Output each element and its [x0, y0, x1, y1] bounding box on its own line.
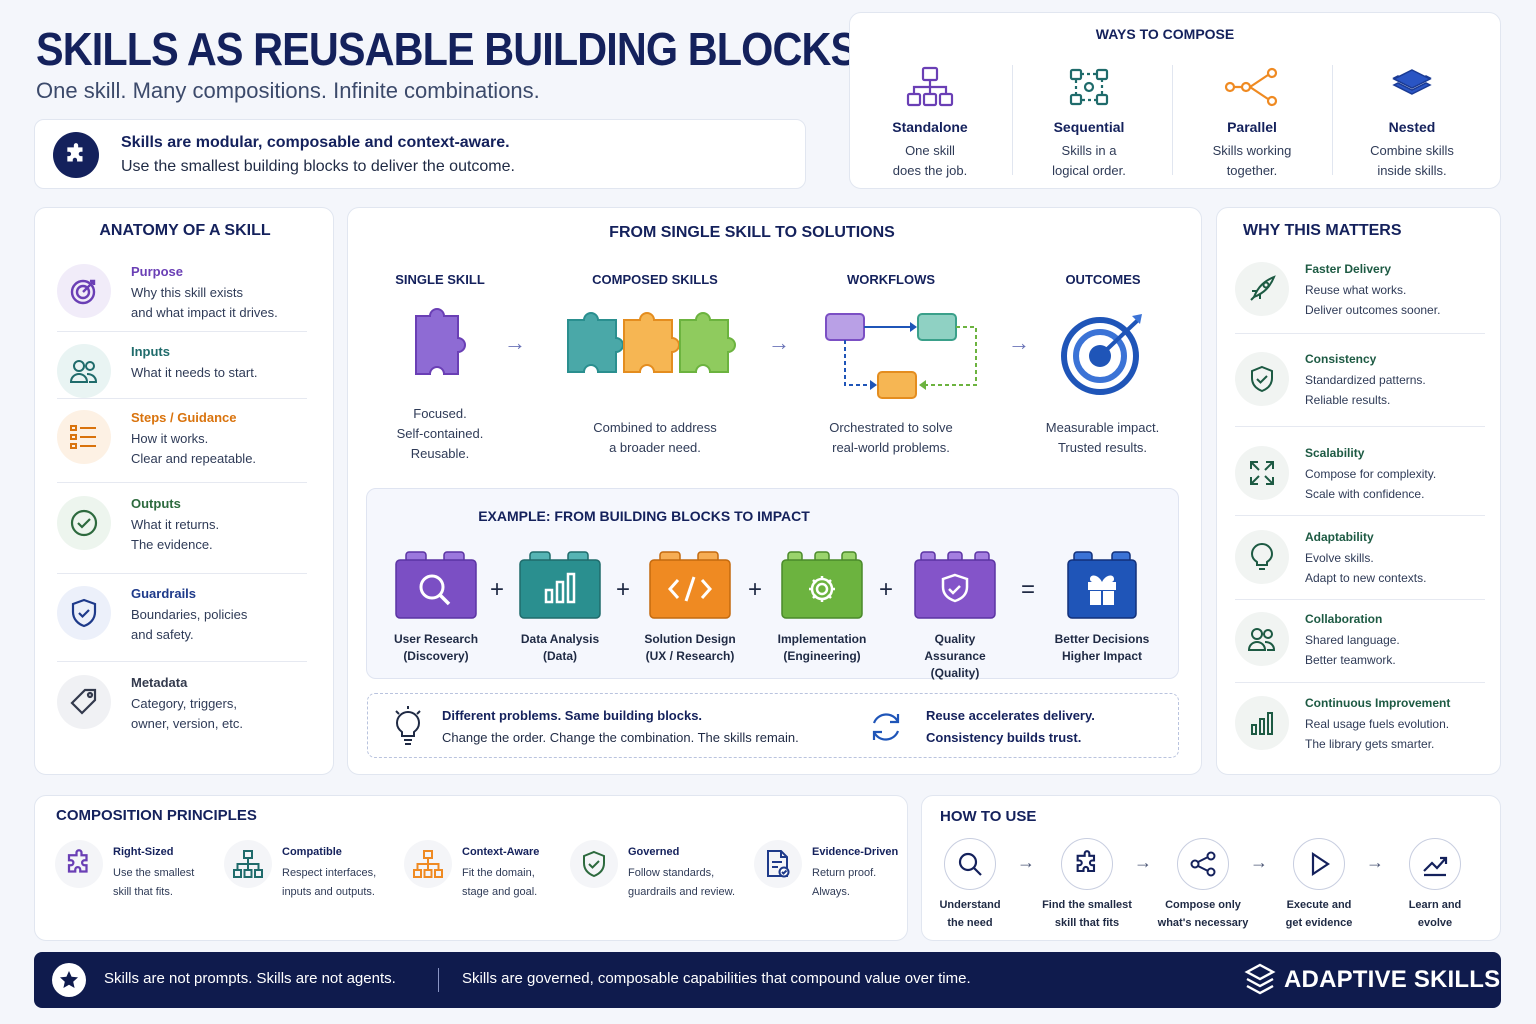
- arrow-right: →: [768, 330, 790, 355]
- users-icon: [69, 360, 98, 383]
- arrow-right: →: [504, 330, 526, 355]
- compose-item-title: Standalone: [892, 119, 968, 135]
- bar-chart-icon: [1251, 712, 1273, 735]
- lightbulb-icon: [1250, 543, 1274, 570]
- note-text: Change the order. Change the combination…: [442, 730, 799, 745]
- hierarchy-icon: [413, 850, 443, 878]
- document-check-icon: [767, 850, 790, 878]
- hierarchy-icon: [233, 850, 263, 878]
- arrow-right: →: [1008, 330, 1030, 355]
- expand-icon: [1250, 461, 1274, 485]
- plus-sign: +: [490, 576, 505, 603]
- footer-divider: [438, 968, 439, 992]
- example-box: EXAMPLE: FROM BUILDING BLOCKS TO IMPACT: [366, 488, 1179, 679]
- bullseye-icon: [1061, 314, 1142, 395]
- footer-right-text: Skills are governed, composable capabili…: [462, 970, 971, 987]
- example-title: EXAMPLE: FROM BUILDING BLOCKS TO IMPACT: [478, 508, 810, 524]
- workflow-diagram-icon: [825, 313, 977, 399]
- puzzle-icon: [1076, 850, 1096, 873]
- target-icon: [70, 279, 96, 305]
- share-icon: [1190, 851, 1216, 877]
- plus-sign: +: [616, 576, 631, 603]
- block-data-analysis: Data Analysis(Data): [510, 548, 610, 665]
- principles-title: COMPOSITION PRINCIPLES: [56, 807, 257, 824]
- note2-line-2: Consistency builds trust.: [926, 730, 1082, 745]
- equals-sign: =: [1021, 576, 1036, 603]
- stage-single-skill: SINGLE SKILL: [395, 272, 485, 287]
- star-icon: [52, 963, 86, 997]
- play-icon: [1311, 851, 1330, 877]
- layers-icon: [1392, 69, 1432, 95]
- step-arrow: →: [1366, 852, 1384, 872]
- search-icon: [395, 551, 477, 619]
- footer-left-text: Skills are not prompts. Skills are not a…: [104, 970, 396, 987]
- refresh-icon: [872, 713, 900, 741]
- rocket-icon: [1250, 275, 1276, 301]
- solutions-title: FROM SINGLE SKILL TO SOLUTIONS: [609, 224, 895, 241]
- users-icon: [1247, 628, 1276, 651]
- puzzle-icon: [67, 849, 88, 873]
- step-arrow: →: [1250, 852, 1268, 872]
- share-icon: [1224, 67, 1278, 107]
- intro-callout: Skills are modular, composable and conte…: [34, 119, 806, 189]
- plus-sign: +: [879, 576, 894, 603]
- layers-icon: [1244, 963, 1276, 995]
- block-quality-assurance: Quality Assurance(Quality): [905, 548, 1005, 682]
- search-icon: [958, 852, 982, 876]
- tag-icon: [70, 688, 97, 715]
- callout-line-2: Use the smallest building blocks to deli…: [121, 158, 515, 175]
- single-puzzle-icon: [415, 308, 466, 375]
- shield-icon: [1251, 365, 1273, 393]
- anatomy-title: ANATOMY OF A SKILL: [99, 222, 271, 239]
- plus-sign: +: [748, 576, 763, 603]
- flow-icon: [1069, 68, 1109, 106]
- shield-check-icon: [914, 551, 996, 619]
- shield-icon: [583, 850, 605, 878]
- puzzle-icon: [53, 132, 99, 178]
- step-arrow: →: [1134, 852, 1152, 872]
- note2-line-1: Reuse accelerates delivery.: [926, 708, 1095, 723]
- reuse-note: Different problems. Same building blocks…: [367, 693, 1179, 758]
- footer-bar: Skills are not prompts. Skills are not a…: [34, 952, 1501, 1008]
- block-user-research: User Research(Discovery): [386, 548, 486, 665]
- composed-puzzle-icon: [567, 312, 736, 373]
- list-icon: [70, 425, 96, 449]
- bar-chart-icon: [519, 551, 601, 619]
- stage-workflows: WORKFLOWS: [846, 272, 936, 287]
- gift-icon: [1067, 551, 1137, 619]
- compose-title: WAYS TO COMPOSE: [1095, 26, 1235, 42]
- shield-icon: [71, 598, 97, 628]
- block-solution-design: Solution Design(UX / Research): [640, 548, 740, 665]
- trend-up-icon: [1423, 856, 1448, 877]
- stage-outcomes: OUTCOMES: [1065, 272, 1141, 287]
- note-title: Different problems. Same building blocks…: [442, 708, 703, 723]
- block-implementation: Implementation(Engineering): [772, 548, 872, 665]
- page-subtitle: One skill. Many compositions. Infinite c…: [36, 78, 540, 103]
- brand-name: ADAPTIVE SKILLS: [1284, 966, 1501, 993]
- callout-line-1: Skills are modular, composable and conte…: [121, 134, 510, 151]
- howto-title: HOW TO USE: [940, 808, 1037, 825]
- why-title: WHY THIS MATTERS: [1243, 222, 1402, 239]
- step-arrow: →: [1017, 852, 1035, 872]
- code-icon: [649, 551, 731, 619]
- check-circle-icon: [70, 509, 98, 537]
- gear-icon: [781, 551, 863, 619]
- org-chart-icon: [906, 66, 954, 107]
- stage-composed-skills: COMPOSED SKILLS: [592, 272, 718, 287]
- page-title: SKILLS AS REUSABLE BUILDING BLOCKS: [36, 23, 858, 75]
- lightbulb-icon: [395, 706, 421, 745]
